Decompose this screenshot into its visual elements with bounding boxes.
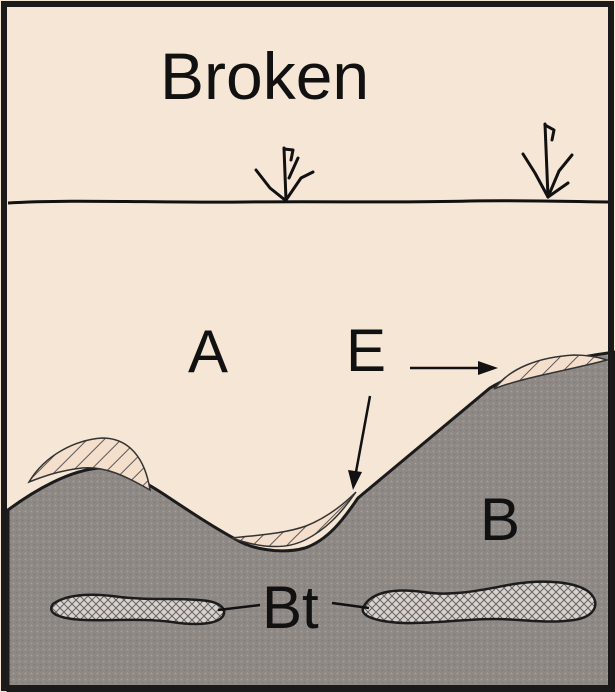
bt-pod-left xyxy=(51,595,224,624)
diagram-title: Broken xyxy=(160,39,369,113)
horizon-bt-label: Bt xyxy=(262,574,319,641)
horizon-b-label: B xyxy=(480,486,520,553)
horizon-a-label: A xyxy=(188,318,228,385)
horizon-e-label: E xyxy=(346,317,386,384)
